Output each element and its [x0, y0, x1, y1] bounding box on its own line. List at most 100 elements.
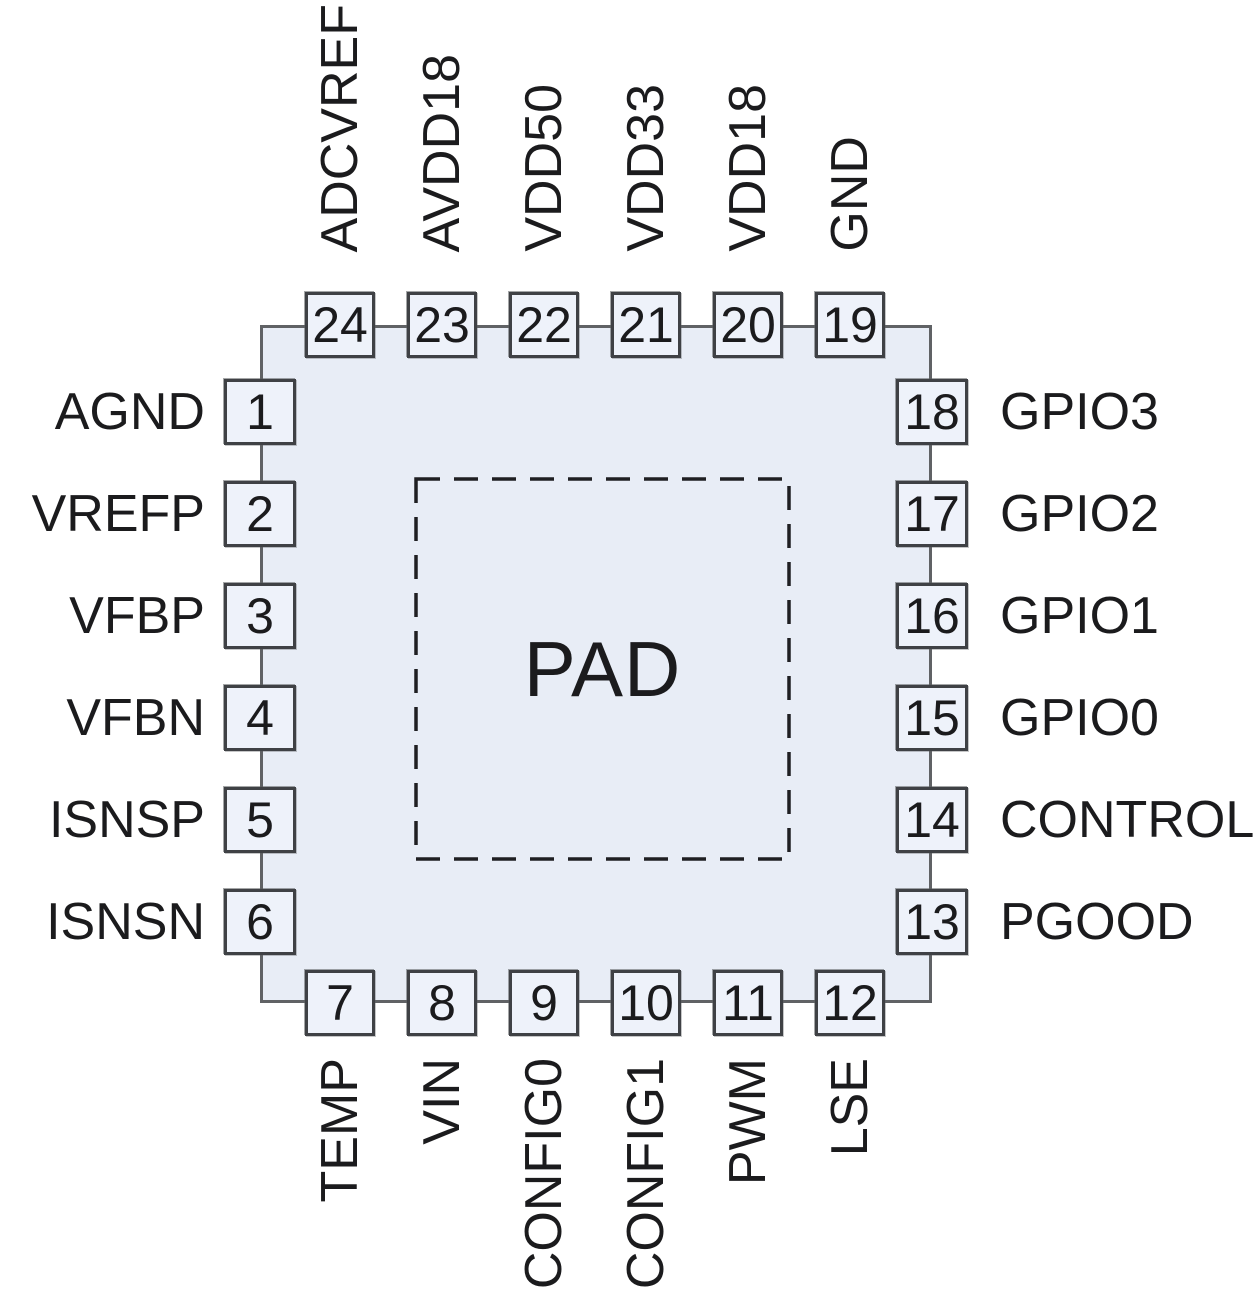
pin-number: 13: [904, 894, 960, 950]
pin-number: 15: [904, 690, 960, 746]
thermal-pad-dashed-rect: [414, 477, 791, 861]
pin-10: 10: [611, 970, 681, 1036]
pin-label-text: VREFP: [31, 484, 205, 543]
pin-label-text: ADCVREF: [310, 3, 369, 252]
pin-label-text: GPIO0: [1000, 688, 1159, 747]
pin-9: 9: [509, 970, 579, 1036]
pin-label-text: CONTROL: [1000, 790, 1255, 849]
pin-label-text: ISNSP: [48, 790, 205, 849]
pin-8: 8: [407, 970, 477, 1036]
pin-label-text: ISNSN: [46, 892, 205, 951]
pin-label-avdd18: AVDD18: [407, 8, 477, 252]
pin-number: 7: [326, 975, 354, 1031]
pin-label-vfbp: VFBP: [0, 583, 205, 649]
pin-18: 18: [896, 379, 968, 445]
pin-number: 19: [822, 297, 878, 353]
pin-label-gpio3: GPIO3: [1000, 379, 1256, 445]
pin-2: 2: [224, 481, 296, 547]
pin-21: 21: [611, 292, 681, 358]
pin-label-adcvref: ADCVREF: [305, 4, 375, 252]
pin-number: 24: [312, 297, 368, 353]
pin-label-text: VDD18: [718, 84, 777, 252]
pin-23: 23: [407, 292, 477, 358]
pin-number: 9: [530, 975, 558, 1031]
pin-label-text: CONFIG1: [616, 1058, 675, 1290]
pin-13: 13: [896, 889, 968, 955]
pin-label-vdd50: VDD50: [509, 8, 579, 252]
pin-label-control: CONTROL: [1000, 787, 1256, 853]
pin-24: 24: [305, 292, 375, 358]
pin-7: 7: [305, 970, 375, 1036]
pin-14: 14: [896, 787, 968, 853]
pin-label-text: GPIO3: [1000, 382, 1159, 441]
pin-label-isnsn: ISNSN: [0, 889, 205, 955]
pin-label-text: PGOOD: [1000, 892, 1194, 951]
pin-label-temp: TEMP: [305, 1058, 375, 1298]
pin-number: 18: [904, 384, 960, 440]
pin-label-text: CONFIG0: [514, 1058, 573, 1290]
pin-label-text: PWM: [718, 1058, 777, 1186]
pin-label-vdd33: VDD33: [611, 8, 681, 252]
pin-number: 20: [720, 297, 776, 353]
pin-label-text: VIN: [412, 1058, 471, 1145]
pin-5: 5: [224, 787, 296, 853]
pin-number: 10: [618, 975, 674, 1031]
pin-label-config0: CONFIG0: [509, 1058, 579, 1298]
pin-number: 22: [516, 297, 572, 353]
pin-16: 16: [896, 583, 968, 649]
pin-label-gpio0: GPIO0: [1000, 685, 1256, 751]
pin-label-text: VFBN: [66, 688, 205, 747]
pin-15: 15: [896, 685, 968, 751]
pin-number: 12: [822, 975, 878, 1031]
pin-label-text: GPIO2: [1000, 484, 1159, 543]
pin-label-vrefp: VREFP: [0, 481, 205, 547]
pin-label-gnd: GND: [815, 8, 885, 252]
pin-3: 3: [224, 583, 296, 649]
pin-4: 4: [224, 685, 296, 751]
pin-label-pgood: PGOOD: [1000, 889, 1256, 955]
pin-6: 6: [224, 889, 296, 955]
pin-label-text: VFBP: [69, 586, 205, 645]
pin-label-isnsp: ISNSP: [0, 787, 205, 853]
pin-label-text: GPIO1: [1000, 586, 1159, 645]
pin-number: 11: [722, 975, 774, 1031]
pin-number: 2: [246, 486, 274, 542]
pin-number: 3: [246, 588, 274, 644]
pin-label-config1: CONFIG1: [611, 1058, 681, 1298]
pin-17: 17: [896, 481, 968, 547]
pin-19: 19: [815, 292, 885, 358]
pin-number: 4: [246, 690, 274, 746]
pin-label-text: GND: [820, 136, 879, 252]
pin-label-gpio2: GPIO2: [1000, 481, 1256, 547]
pin-number: 8: [428, 975, 456, 1031]
pin-12: 12: [815, 970, 885, 1036]
pin-label-pwm: PWM: [713, 1058, 783, 1298]
pin-number: 17: [904, 486, 960, 542]
pin-11: 11: [713, 970, 783, 1036]
pin-label-text: AVDD18: [412, 53, 471, 252]
pin-label-vin: VIN: [407, 1058, 477, 1298]
pin-number: 5: [246, 792, 274, 848]
thermal-pad-label: PAD: [523, 624, 682, 713]
pin-label-gpio1: GPIO1: [1000, 583, 1256, 649]
pin-label-vfbn: VFBN: [0, 685, 205, 751]
pin-label-agnd: AGND: [0, 379, 205, 445]
pin-number: 6: [246, 894, 274, 950]
chip-body: [260, 325, 932, 1003]
pin-number: 14: [904, 792, 960, 848]
pin-22: 22: [509, 292, 579, 358]
pin-number: 23: [414, 297, 470, 353]
pin-number: 1: [246, 384, 274, 440]
pin-1: 1: [224, 379, 296, 445]
pin-label-text: TEMP: [310, 1058, 369, 1203]
pin-label-text: VDD33: [616, 84, 675, 252]
pin-label-text: VDD50: [514, 84, 573, 252]
pin-number: 16: [904, 588, 960, 644]
pin-label-lse: LSE: [815, 1058, 885, 1298]
pin-label-vdd18: VDD18: [713, 8, 783, 252]
pin-number: 21: [618, 297, 674, 353]
pin-label-text: AGND: [54, 382, 205, 441]
pin-20: 20: [713, 292, 783, 358]
pin-label-text: LSE: [820, 1058, 879, 1157]
